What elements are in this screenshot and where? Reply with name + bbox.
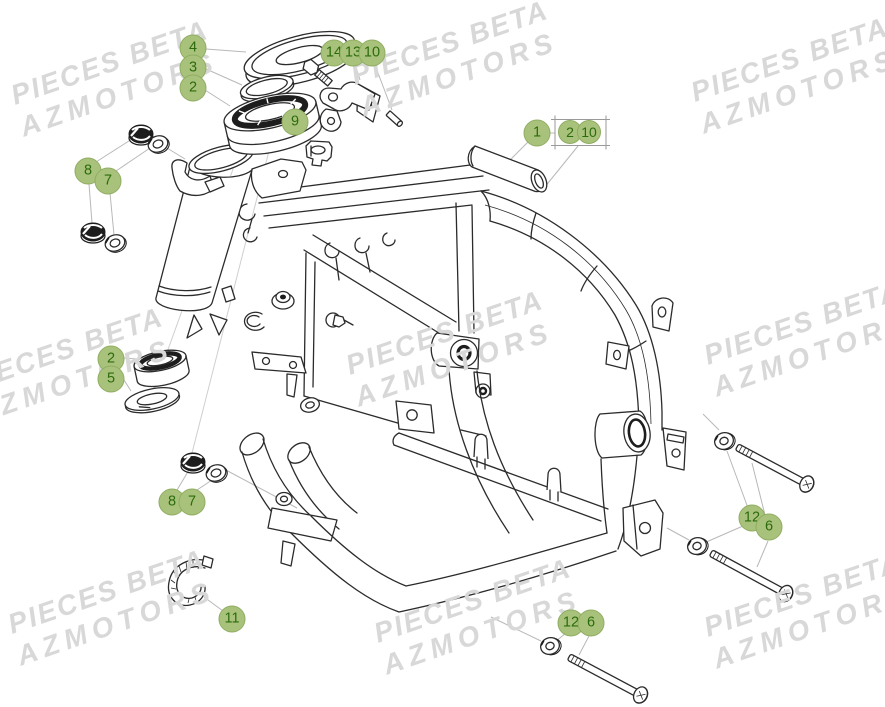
callout-2[interactable]: 2 — [179, 74, 207, 102]
part-washer-12b — [686, 536, 709, 556]
part-washer-5 — [124, 387, 181, 414]
part-nut-8a — [128, 124, 154, 146]
callout-7[interactable]: 7 — [178, 488, 206, 516]
callout-10[interactable]: 10 — [358, 39, 386, 67]
part-pin-10 — [385, 110, 404, 127]
callout-1[interactable]: 1 — [523, 119, 551, 147]
part-riser-tube-1 — [467, 145, 548, 193]
callout-5[interactable]: 5 — [97, 365, 125, 393]
part-clamp-9 — [305, 140, 333, 167]
part-bearing-lower — [133, 349, 190, 388]
callout-6[interactable]: 6 — [577, 609, 605, 637]
frame-flange-nut — [271, 290, 295, 310]
part-washer-12c — [539, 636, 562, 656]
part-washer-7b — [104, 234, 127, 253]
part-nut-8b — [80, 222, 106, 244]
callout-group-box — [551, 115, 610, 150]
callout-7[interactable]: 7 — [94, 167, 122, 195]
part-bolt-6a — [735, 443, 815, 493]
part-washer-7c — [205, 464, 228, 483]
callout-6[interactable]: 6 — [755, 513, 783, 541]
part-bolt-6c — [567, 653, 649, 704]
frame-flanged-bolt — [325, 312, 354, 328]
part-clip-11 — [167, 555, 214, 607]
part-nut-8c — [180, 452, 206, 474]
part-bracket-13 — [319, 81, 381, 132]
callout-11[interactable]: 11 — [218, 605, 246, 633]
part-washer-7a — [147, 135, 170, 154]
frame-assembly — [155, 143, 687, 613]
part-bolt-6b — [709, 549, 794, 603]
part-washer-12a — [713, 431, 736, 451]
callout-9[interactable]: 9 — [281, 108, 309, 136]
callout-10[interactable]: 10 — [577, 120, 601, 144]
part-bolt-14 — [302, 58, 333, 87]
